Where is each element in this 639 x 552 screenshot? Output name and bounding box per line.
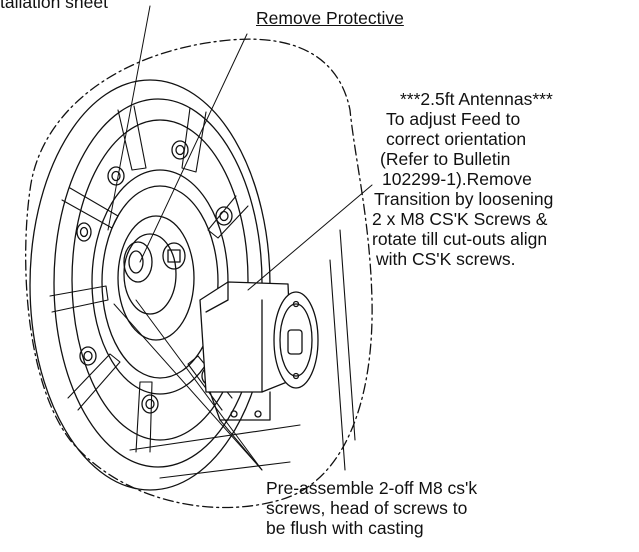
assembly-line: be flush with casting [266, 518, 424, 538]
note-line: ***2.5ft Antennas*** [400, 89, 553, 109]
antenna-note: ***2.5ft Antennas*** To adjust Feed to c… [372, 89, 554, 269]
note-line: 2 x M8 CS'K Screws & [372, 209, 548, 229]
note-line: with CS'K screws. [376, 249, 516, 269]
note-line: Transition by loosening [374, 189, 554, 209]
detail-boundary-dashed [25, 38, 373, 509]
assembly-note: Pre-assemble 2-off M8 cs'k screws, head … [266, 478, 477, 538]
top-left-label: tallation sheet [0, 0, 108, 12]
note-line: rotate till cut-outs align [372, 229, 548, 249]
hub-boss [123, 241, 186, 283]
note-line: (Refer to Bulletin [380, 149, 511, 169]
note-line: correct orientation [386, 129, 527, 149]
assembly-line: screws, head of screws to [266, 498, 468, 518]
remove-protective-label: Remove Protective [256, 8, 404, 28]
note-line: 102299-1).Remove [382, 169, 532, 189]
assembly-line: Pre-assemble 2-off M8 cs'k [266, 478, 478, 498]
feed-transition [199, 281, 319, 421]
leader-lines [107, 5, 373, 471]
note-line: To adjust Feed to [386, 109, 521, 129]
